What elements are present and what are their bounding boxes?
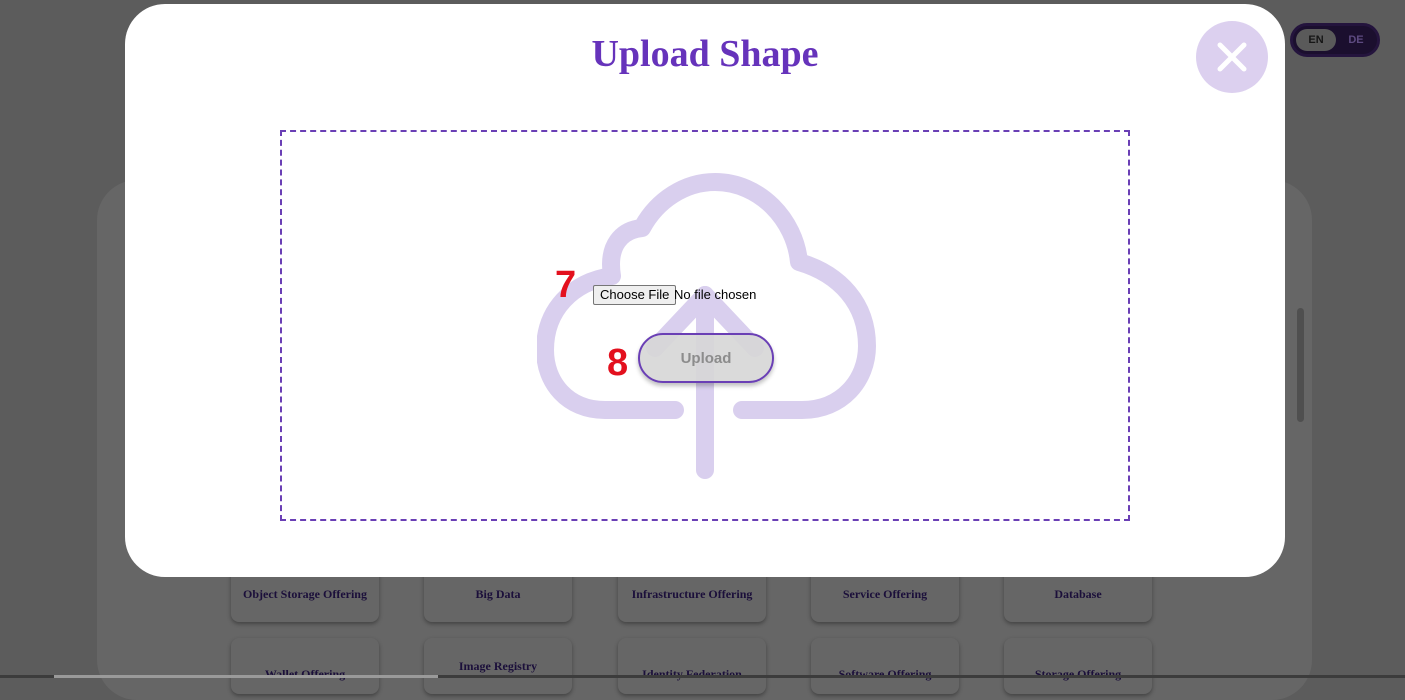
close-button[interactable] — [1196, 21, 1268, 93]
step-label-8: 8 — [607, 342, 629, 384]
offering-card[interactable]: Image Registry — [424, 638, 572, 694]
language-option-en[interactable]: EN — [1296, 29, 1336, 51]
upload-shape-modal: Upload Shape 7 Choose File No file chose… — [125, 4, 1285, 577]
background-scrollbar[interactable] — [1297, 308, 1304, 422]
upload-button[interactable]: Upload — [638, 333, 774, 383]
offering-card-label: Object Storage Offering — [243, 587, 367, 601]
modal-title: Upload Shape — [591, 33, 819, 75]
cloud-upload-icon — [537, 173, 876, 479]
offering-card[interactable]: Identity Federation — [618, 638, 766, 694]
file-dropzone[interactable]: 7 Choose File No file chosen 8 Upload — [280, 130, 1130, 521]
choose-file-button[interactable]: Choose File — [593, 285, 677, 305]
file-status-text: No file chosen — [674, 287, 757, 302]
offering-card[interactable]: Wallet Offering — [231, 638, 379, 694]
horizontal-scrollbar-thumb[interactable] — [54, 675, 438, 678]
horizontal-scrollbar-track — [0, 675, 1405, 678]
offering-card-label: Identity Federation — [642, 667, 742, 681]
language-toggle[interactable]: EN DE — [1290, 23, 1380, 57]
offering-card-label: Database — [1054, 587, 1102, 601]
step-label-7: 7 — [555, 264, 577, 306]
offering-card-label: Big Data — [475, 587, 521, 601]
language-option-de[interactable]: DE — [1348, 34, 1364, 46]
offering-card-label: Software Offering — [838, 667, 932, 681]
offering-card-label: Storage Offering — [1034, 667, 1122, 681]
offering-card[interactable]: Software Offering — [811, 638, 959, 694]
offering-card-label: Infrastructure Offering — [631, 587, 753, 601]
offering-card-label: Image Registry — [458, 659, 538, 673]
offering-card-label: Service Offering — [842, 587, 928, 601]
offering-card-label: Wallet Offering — [264, 667, 346, 681]
offering-card[interactable]: Storage Offering — [1004, 638, 1152, 694]
close-x-icon — [1217, 42, 1247, 72]
